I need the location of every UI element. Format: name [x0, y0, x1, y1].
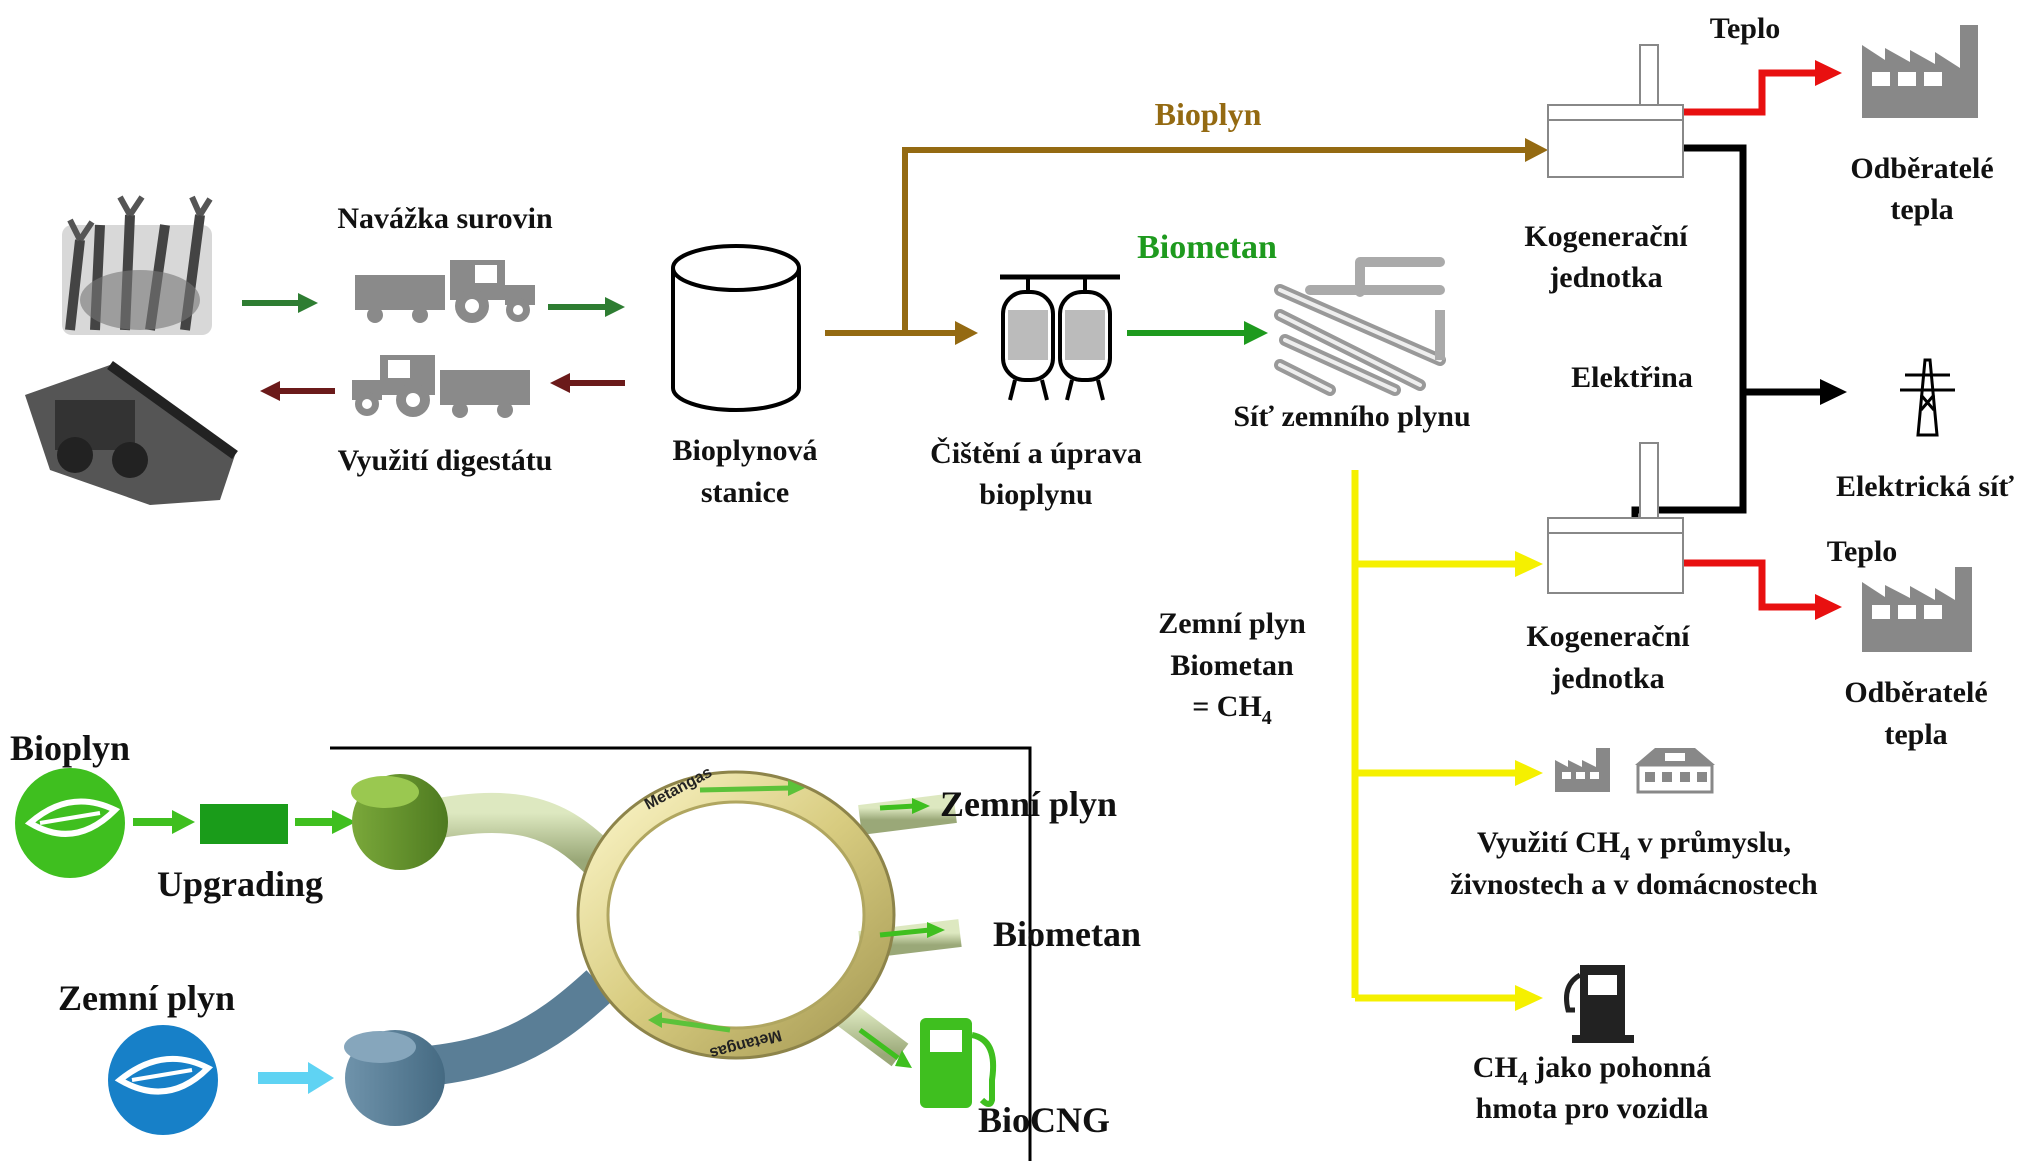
label-teplo-2: Teplo — [1827, 535, 1898, 568]
inset-label-biocng-out: BioCNG — [978, 1100, 1110, 1140]
fuel-pump-icon — [1564, 965, 1634, 1043]
label-zemni-plyn-eq-1: Zemní plyn — [1158, 607, 1306, 640]
pipeline-icon — [1274, 257, 1446, 396]
tractor-icon — [352, 355, 530, 418]
label-kogen-2b: jednotka — [1550, 662, 1664, 695]
label-elektricka-sit: Elektrická síť — [1836, 470, 2014, 503]
label-elektrina: Elektřina — [1571, 361, 1693, 394]
metangas-ring-icon: Metangas Metangas — [344, 764, 962, 1126]
factory-icon — [1862, 567, 1972, 652]
label-zemni-plyn-eq-3: = CH4 — [1192, 690, 1272, 729]
label-navazka: Navážka surovin — [337, 202, 553, 235]
factory-icon — [1555, 748, 1610, 792]
inset-label-upgrading: Upgrading — [157, 864, 323, 904]
digester-icon — [671, 244, 801, 412]
label-stanice-2: stanice — [701, 476, 789, 509]
heat-line-1 — [1684, 69, 1820, 116]
upgrading-box — [200, 804, 288, 844]
inset-label-biometan-out: Biometan — [993, 914, 1141, 954]
label-odberatele-2b: tepla — [1884, 718, 1947, 751]
grain-icon — [62, 195, 213, 335]
harvester-icon — [25, 360, 238, 505]
label-cisteni-1: Čištění a úprava — [930, 437, 1142, 470]
label-biometan-top: Biometan — [1137, 229, 1277, 266]
label-vyuziti-ch4-2: živnostech a v domácnostech — [1450, 868, 1818, 901]
inset-label-bioplyn: Bioplyn — [10, 728, 130, 768]
chp-unit-icon — [1547, 442, 1684, 594]
label-bioplyn-top: Bioplyn — [1155, 96, 1262, 132]
label-zemni-plyn-eq-2: Biometan — [1170, 649, 1294, 682]
label-kogen-1a: Kogenerační — [1524, 220, 1688, 253]
inset-frame — [330, 746, 1032, 1161]
fuel-pump-icon — [920, 1018, 996, 1108]
heat-line-2 — [1684, 559, 1820, 611]
label-vyuziti-digestatu: Využití digestátu — [338, 444, 553, 477]
label-kogen-2a: Kogenerační — [1526, 620, 1690, 653]
label-odberatele-1b: tepla — [1890, 193, 1953, 226]
label-stanice-1: Bioplynová — [672, 434, 817, 467]
label-sit-zemniho-plynu: Síť zemního plynu — [1233, 400, 1470, 433]
house-icon — [1635, 748, 1715, 794]
factory-icon — [1862, 25, 1978, 118]
electric-line — [1631, 144, 1747, 520]
inset-label-zemni-plyn-left: Zemní plyn — [58, 978, 235, 1018]
label-ch4-pohon-2: hmota pro vozidla — [1476, 1092, 1709, 1125]
inset-label-zemni-plyn-out: Zemní plyn — [940, 784, 1117, 824]
bioplyn-line — [825, 147, 1535, 336]
tractor-icon — [355, 260, 535, 323]
label-kogen-1b: jednotka — [1548, 261, 1662, 294]
chp-unit-icon — [1547, 44, 1684, 178]
power-pylon-icon — [1900, 358, 1955, 437]
label-teplo-1: Teplo — [1710, 12, 1781, 45]
label-odberatele-1a: Odběratelé — [1850, 152, 1993, 185]
leaf-icon — [15, 768, 125, 878]
purifier-icon — [1000, 274, 1120, 401]
leaf-icon — [108, 1025, 218, 1135]
label-odberatele-2a: Odběratelé — [1844, 676, 1987, 709]
label-cisteni-2: bioplynu — [979, 478, 1092, 511]
label-ch4-pohon-1: CH4 jako pohonná — [1473, 1051, 1711, 1090]
gas-distribution-lines — [1351, 470, 1543, 1011]
label-vyuziti-ch4-1: Využití CH4 v průmyslu, — [1477, 826, 1791, 865]
